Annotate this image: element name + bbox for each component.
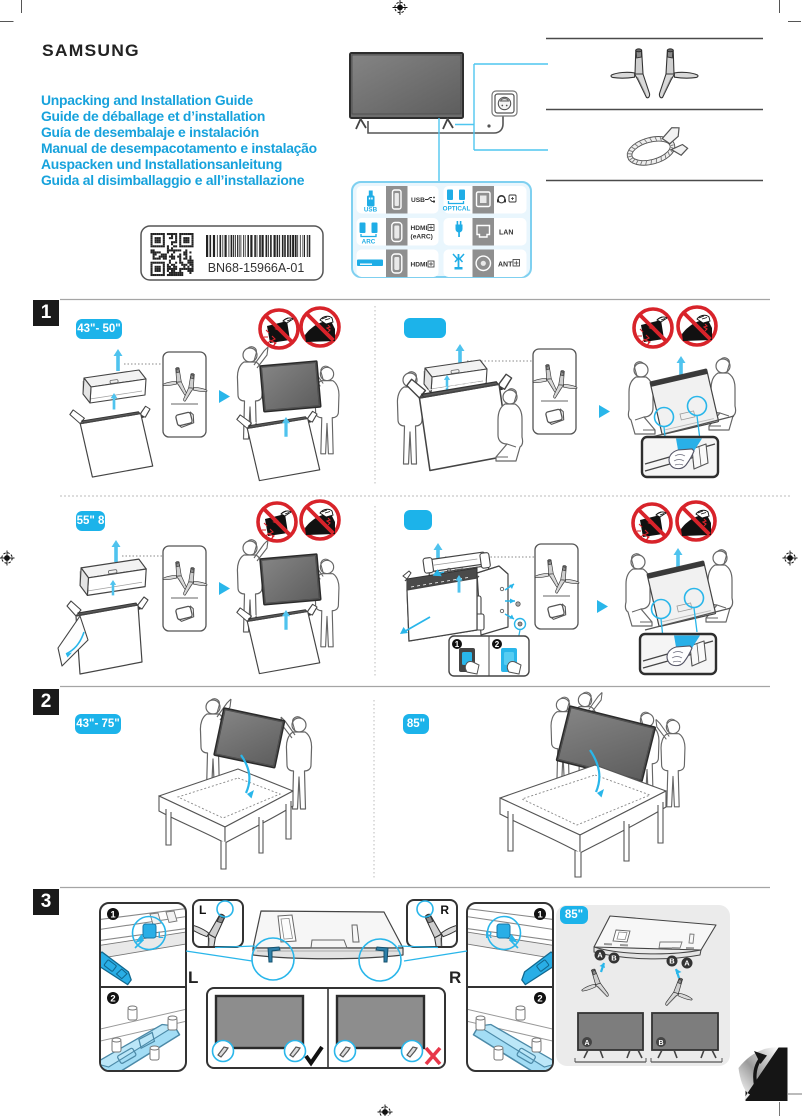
- svg-text:HDMI: HDMI: [411, 225, 428, 232]
- svg-text:1: 1: [537, 910, 543, 921]
- svg-text:B: B: [611, 954, 617, 963]
- svg-text:HDMI: HDMI: [411, 262, 428, 269]
- svg-text:1: 1: [110, 910, 116, 921]
- svg-text:A: A: [584, 1040, 589, 1047]
- svg-text:(eARC): (eARC): [411, 234, 433, 241]
- svg-text:ARC: ARC: [362, 239, 376, 246]
- svg-text:B: B: [658, 1040, 663, 1047]
- svg-text:L: L: [158, 930, 164, 940]
- svg-text:LAN: LAN: [499, 230, 513, 237]
- svg-text:USB: USB: [364, 207, 378, 214]
- svg-text:B: B: [669, 957, 675, 966]
- svg-text:A: A: [597, 951, 603, 960]
- svg-text:USB: USB: [411, 197, 425, 204]
- svg-text:OPTICAL: OPTICAL: [443, 206, 471, 213]
- svg-text:BN68-15966A-01: BN68-15966A-01: [208, 261, 305, 275]
- svg-text:A: A: [684, 959, 690, 968]
- svg-text:R: R: [486, 930, 493, 940]
- svg-text:R: R: [440, 903, 449, 917]
- svg-text:2: 2: [110, 994, 115, 1005]
- svg-text:2: 2: [537, 994, 542, 1005]
- svg-text:ANT: ANT: [498, 262, 513, 269]
- svg-text:L: L: [199, 903, 206, 917]
- svg-text:2: 2: [495, 640, 500, 649]
- svg-text:1: 1: [455, 640, 460, 649]
